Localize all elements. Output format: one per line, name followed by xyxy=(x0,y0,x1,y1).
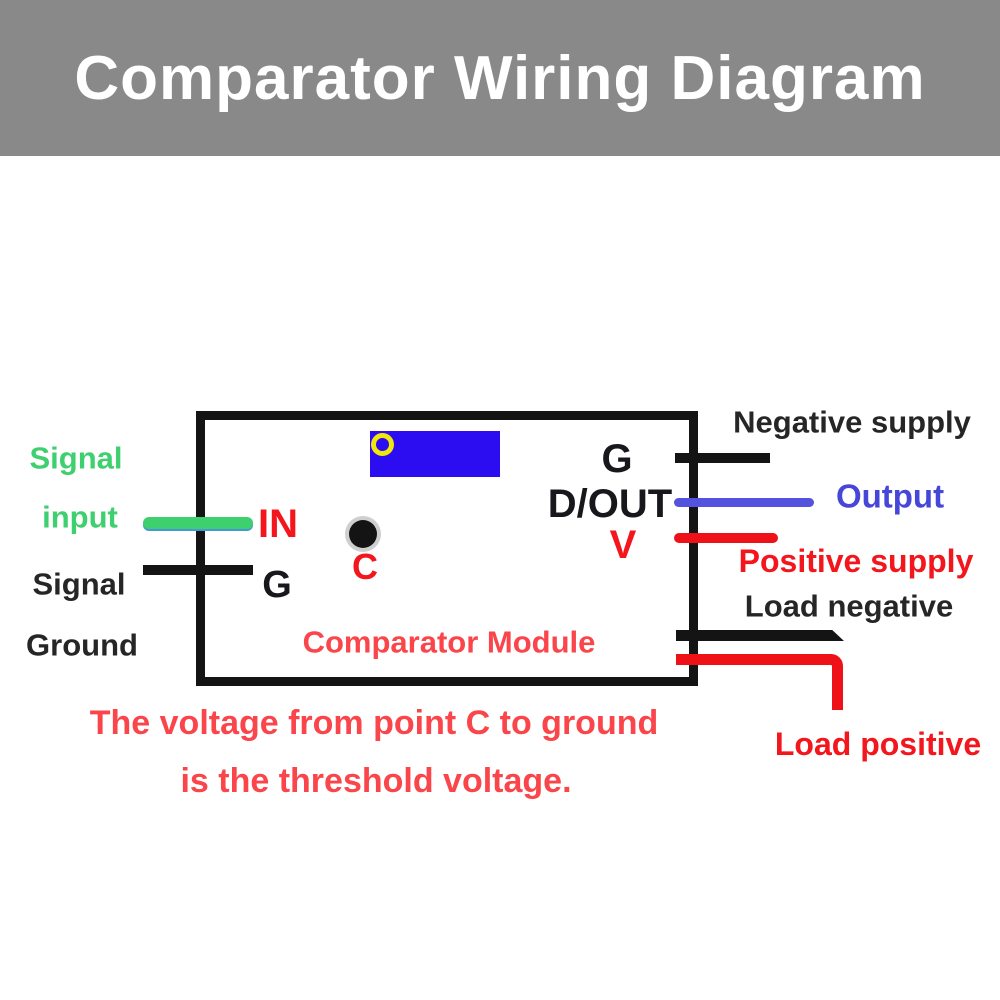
output-wire xyxy=(674,498,814,507)
signal-ground-wire xyxy=(143,565,253,575)
caption-line2: is the threshold voltage. xyxy=(180,762,572,800)
load-positive-label: Load positive xyxy=(774,726,982,762)
load-negative-label: Load negative xyxy=(744,588,954,624)
caption-line1: The voltage from point C to ground xyxy=(89,704,659,742)
signal-input-label-line2: input xyxy=(42,499,118,535)
positive-supply-label: Positive supply xyxy=(738,543,974,579)
signal-ground-label-line1: Signal xyxy=(32,566,126,602)
negative-supply-wire xyxy=(675,453,770,463)
pin-label-g-right: G xyxy=(601,437,633,481)
positive-supply-wire xyxy=(674,533,778,543)
dial-icon xyxy=(371,433,394,456)
signal-ground-label-line2: Ground xyxy=(26,627,138,663)
load-negative-wire xyxy=(676,630,844,641)
page-title: Comparator Wiring Diagram xyxy=(74,43,926,113)
pin-label-v: V xyxy=(609,523,637,567)
module-label: Comparator Module xyxy=(302,624,596,660)
pin-label-c: C xyxy=(352,546,378,587)
negative-supply-label: Negative supply xyxy=(733,404,971,440)
signal-input-label-line1: Signal xyxy=(29,440,123,476)
load-positive-wire xyxy=(676,654,843,710)
title-banner: Comparator Wiring Diagram xyxy=(0,0,1000,156)
pin-label-g-left: G xyxy=(262,564,292,606)
signal-input-wire xyxy=(143,517,253,529)
pin-label-dout: D/OUT xyxy=(547,482,673,526)
pin-label-in: IN xyxy=(258,502,298,546)
output-label: Output xyxy=(835,477,945,515)
point-c-dot xyxy=(349,520,377,548)
